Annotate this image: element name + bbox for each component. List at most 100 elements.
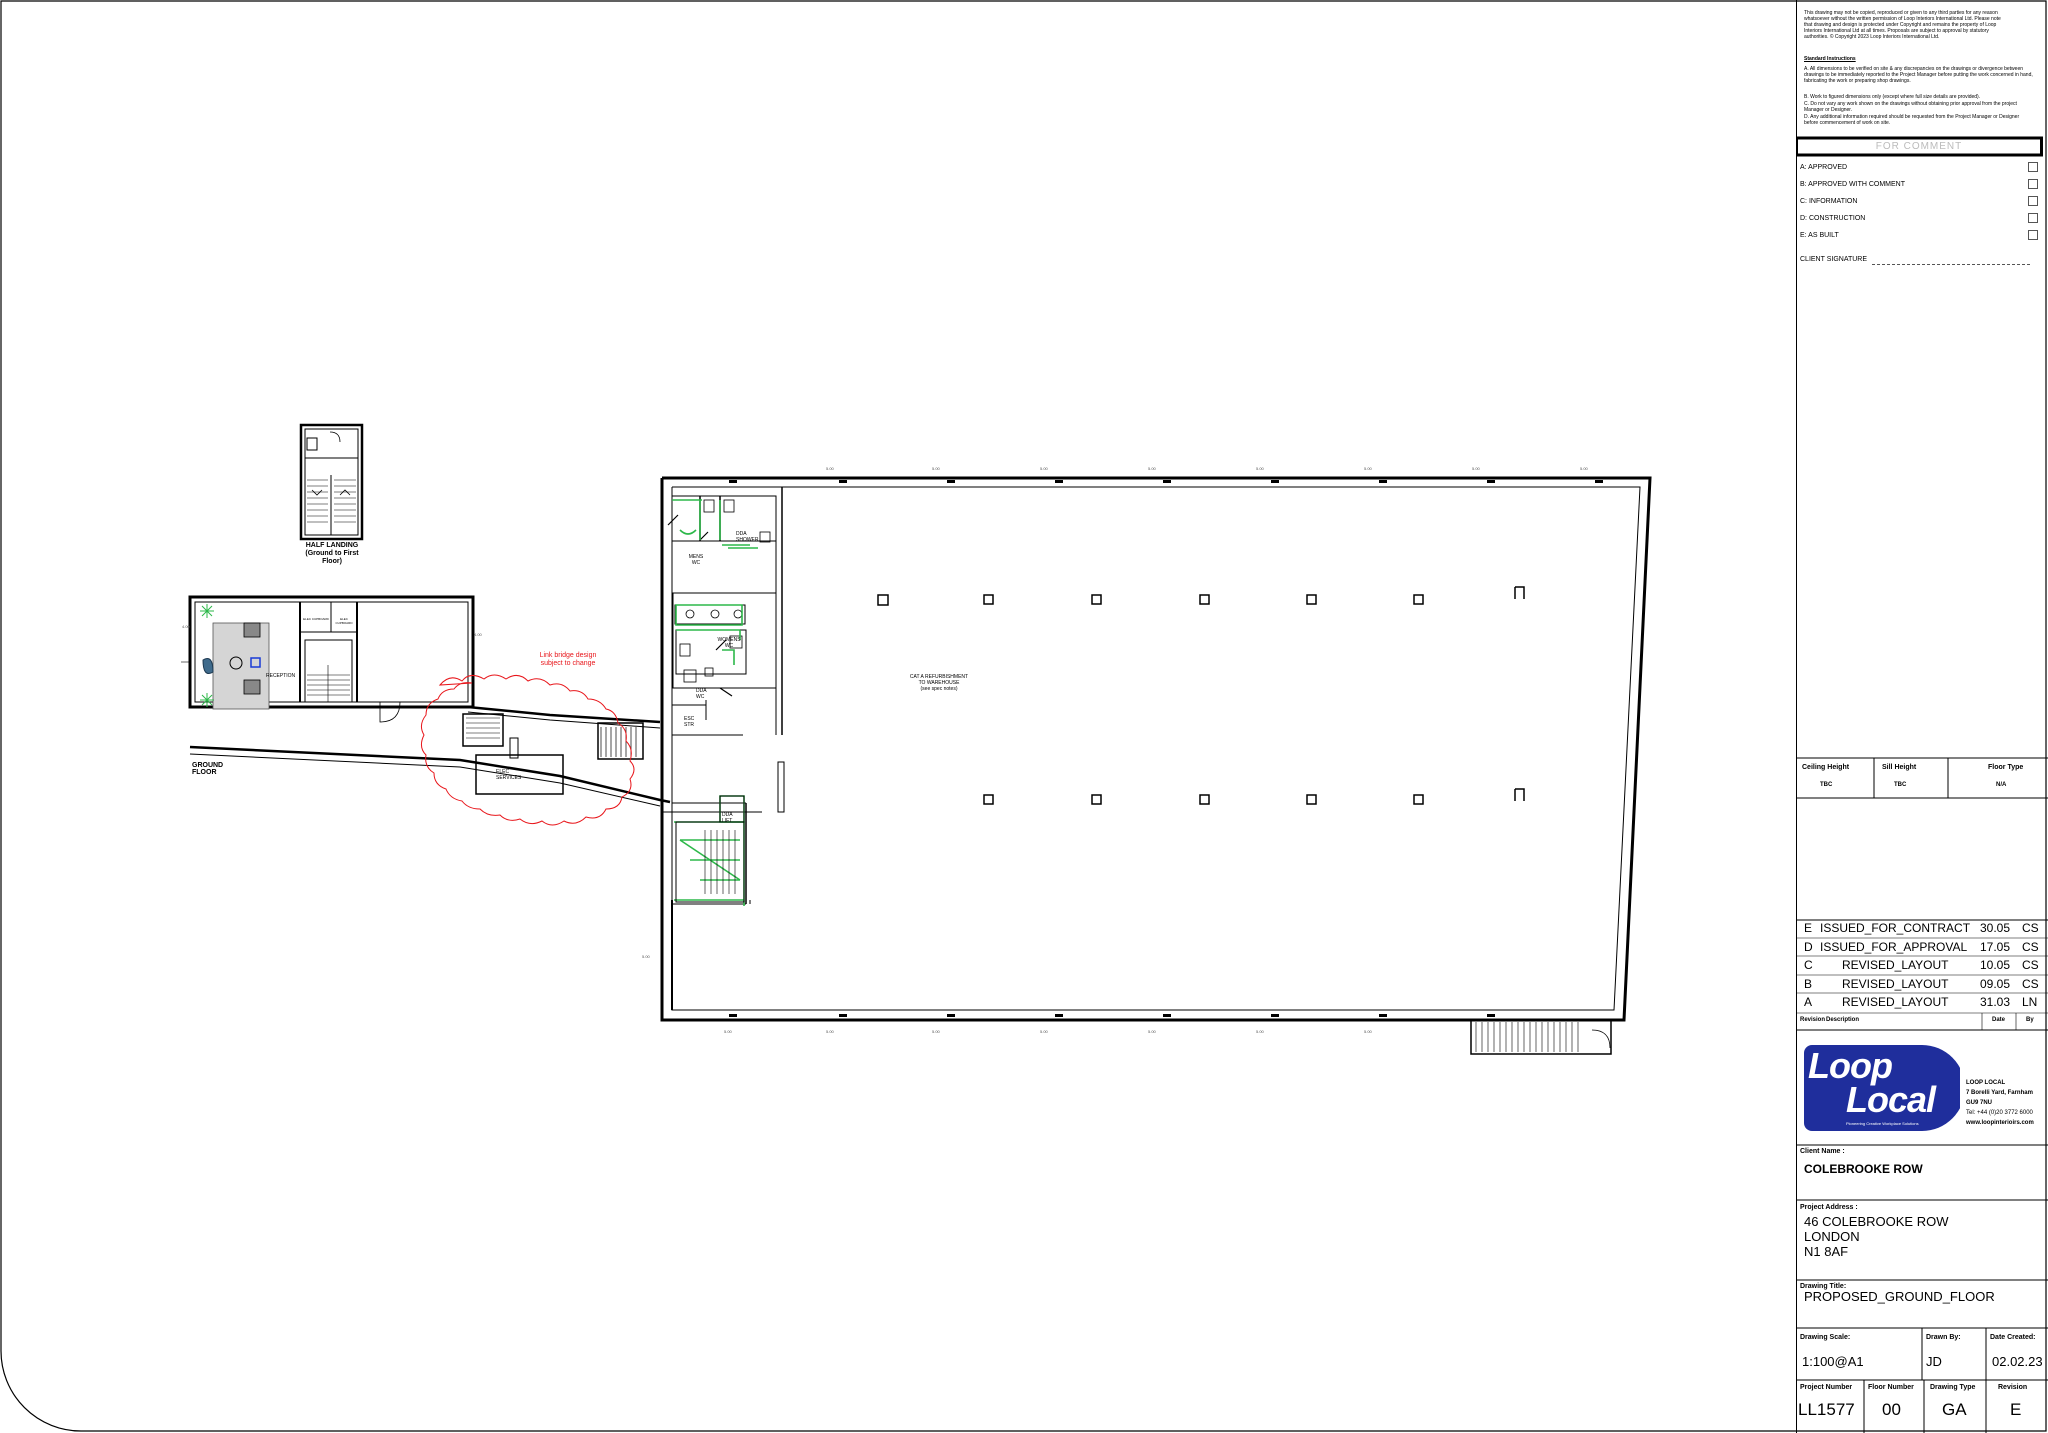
project-address-line-1: 46 COLEBROOKE ROW <box>1804 1214 1949 1229</box>
revision-header-description: Description <box>1826 1017 1860 1023</box>
svg-text:5.00: 5.00 <box>1040 1029 1049 1034</box>
svg-text:5.00: 5.00 <box>1256 1029 1265 1034</box>
columns <box>877 586 1525 805</box>
link-bridge-note: Link bridge design subject to change <box>539 652 597 667</box>
revision-description: REVISED_LAYOUT <box>1842 977 1949 991</box>
elec-cupboard-1-label: ELEC CUPBOARD <box>303 617 329 621</box>
project-address-line-2: LONDON <box>1804 1229 1860 1244</box>
mens-wc-label: MENS WC <box>688 554 704 566</box>
status-banner: FOR COMMENT <box>1875 141 1963 152</box>
project-address-label: Project Address : <box>1800 1204 1858 1211</box>
svg-text:4.00: 4.00 <box>182 624 191 629</box>
instruction-c: C. Do not vary any work shown on the dra… <box>1804 101 2017 113</box>
revision-description: REVISED_LAYOUT <box>1842 995 1949 1009</box>
instructions-heading: Standard Instructions <box>1804 56 1856 62</box>
status-approved-with-comment: B: APPROVED WITH COMMENT <box>1800 181 1906 188</box>
revision-header-date: Date <box>1992 1017 2006 1023</box>
dim-marks: 5.00 5.00 5.00 5.00 5.00 5.00 5.00 5.00 5.00 5.0… <box>182 466 1589 1034</box>
company-name: LOOP LOCAL <box>1966 1080 2006 1086</box>
status-information-checkbox[interactable] <box>2028 196 2038 206</box>
instruction-d: D. Any additional information required s… <box>1804 114 2020 126</box>
womens-wc-label: WOMENS WC <box>717 637 741 649</box>
svg-text:5.00: 5.00 <box>1364 1029 1373 1034</box>
revision-row-b: B REVISED_LAYOUT 09.05 CS <box>1796 976 2048 993</box>
svg-text:5.00: 5.00 <box>826 1029 835 1034</box>
floor-type-value: N/A <box>1996 782 2007 788</box>
front-building <box>181 595 475 723</box>
status-as-built-checkbox[interactable] <box>2028 230 2038 240</box>
drawn-by-label: Drawn By: <box>1926 1334 1961 1341</box>
revision-date: 17.05 <box>1980 940 2011 954</box>
svg-text:5.00: 5.00 <box>1040 466 1049 471</box>
drawing-type: GA <box>1942 1400 1967 1419</box>
drawing-scale-label: Drawing Scale: <box>1800 1334 1851 1341</box>
warehouse <box>660 476 1652 1055</box>
reception-sofa <box>202 658 214 674</box>
elec-cupboard-2-label: ELEC CUPBOARD <box>335 617 353 625</box>
sill-height-label: Sill Height <box>1882 764 1917 771</box>
link-corridor <box>189 705 671 807</box>
project-number-label: Project Number <box>1800 1384 1853 1391</box>
drawing-title-label: Drawing Title: <box>1800 1283 1847 1290</box>
revision-description: REVISED_LAYOUT <box>1842 958 1949 972</box>
revision-current: E <box>2010 1400 2022 1419</box>
company-tel: Tel: +44 (0)20 3772 6000 <box>1966 1110 2033 1116</box>
svg-text:5.00: 5.00 <box>724 1029 733 1034</box>
revision-by: CS <box>2022 921 2039 935</box>
status-information: C: INFORMATION <box>1800 198 1858 205</box>
svg-text:5.00: 5.00 <box>932 1029 941 1034</box>
floor-number-label: Floor Number <box>1868 1384 1914 1391</box>
client-signature-line[interactable] <box>1872 264 2030 265</box>
revision-by: CS <box>2022 977 2039 991</box>
revision-date: 31.03 <box>1980 995 2011 1009</box>
logo-word-loop: Loop <box>1808 1045 1893 1086</box>
title-block: This drawing may not be copied, reproduc… <box>1796 0 2048 1433</box>
drawing-scale: 1:100@A1 <box>1802 1354 1864 1369</box>
instruction-a: A. All dimensions to be verified on site… <box>1804 66 2033 84</box>
link-bridge-revision-cloud <box>420 674 635 826</box>
esc-stair-label: ESC STR <box>684 716 695 728</box>
ground-floor-label: GROUND FLOOR <box>192 762 224 776</box>
revision-row-c: C REVISED_LAYOUT 10.05 CS <box>1796 957 2048 974</box>
floor-number: 00 <box>1882 1400 1901 1419</box>
dda-shower-label: DDA SHOWER <box>736 531 759 543</box>
svg-text:5.00: 5.00 <box>1148 1029 1157 1034</box>
dda-lift-label: DDA LIFT <box>722 812 733 824</box>
revision-by: LN <box>2022 995 2038 1009</box>
revision-description: ISSUED_FOR_CONTRACT <box>1820 921 1971 935</box>
ceiling-height-label: Ceiling Height <box>1802 764 1850 771</box>
revision-letter: B <box>1804 977 1813 991</box>
status-approved-with-comment-checkbox[interactable] <box>2028 179 2038 189</box>
company-address: 7 Borelli Yard, Farnham <box>1966 1090 2033 1096</box>
svg-text:5.00: 5.00 <box>826 466 835 471</box>
svg-text:4.00: 4.00 <box>474 632 483 637</box>
dda-wc-label: DDA WC <box>696 688 707 700</box>
drawn-by: JD <box>1926 1354 1942 1369</box>
status-approved-checkbox[interactable] <box>2028 162 2038 172</box>
elec-services-label: ELEC SERVICES <box>496 769 522 781</box>
client-name-label: Client Name : <box>1800 1148 1845 1155</box>
logo-tagline: Pioneering Creative Workplace Solutions <box>1846 1121 1919 1126</box>
client-signature-label: CLIENT SIGNATURE <box>1800 256 1868 263</box>
client-name: COLEBROOKE ROW <box>1804 1162 1923 1176</box>
loop-local-logo: Loop Local Pioneering Creative Workplace… <box>1802 1043 1960 1133</box>
status-construction: D: CONSTRUCTION <box>1800 215 1866 222</box>
revision-date: 10.05 <box>1980 958 2011 972</box>
revision-row-d: D ISSUED_FOR_APPROVAL 17.05 CS <box>1796 939 2048 956</box>
revision-by: CS <box>2022 940 2039 954</box>
revision-letter: A <box>1804 995 1813 1009</box>
svg-text:5.00: 5.00 <box>1148 466 1157 471</box>
drawing-title: PROPOSED_GROUND_FLOOR <box>1804 1289 1995 1304</box>
sill-height-value: TBC <box>1894 782 1907 788</box>
copyright-notice: This drawing may not be copied, reproduc… <box>1804 10 2001 40</box>
company-website: www.loopinterioirs.com <box>1966 1120 2034 1126</box>
status-construction-checkbox[interactable] <box>2028 213 2038 223</box>
date-created: 02.02.23 <box>1992 1354 2043 1369</box>
half-landing-plan <box>299 423 364 541</box>
status-as-built: E: AS BUILT <box>1800 232 1839 239</box>
revision-date: 30.05 <box>1980 921 2011 935</box>
revision-letter: D <box>1804 940 1813 954</box>
revision-row-a: A REVISED_LAYOUT 31.03 LN <box>1796 994 2048 1011</box>
